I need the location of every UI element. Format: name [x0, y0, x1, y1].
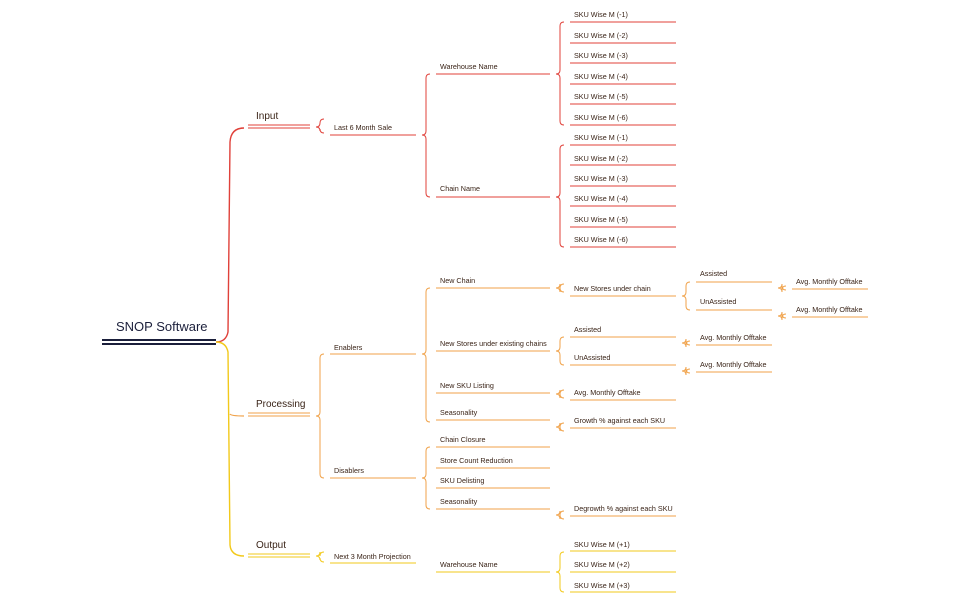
processing-bracket — [315, 353, 325, 479]
warehouse-bracket — [555, 21, 565, 126]
chain-sku-item[interactable]: SKU Wise M (-4) — [574, 194, 628, 203]
bracket — [777, 311, 787, 321]
warehouse-sku-item[interactable]: SKU Wise M (-6) — [574, 113, 628, 122]
bracket — [555, 336, 565, 366]
avg-monthly-offtake[interactable]: Avg. Monthly Offtake — [700, 360, 767, 369]
branch-processing[interactable]: Processing — [256, 399, 306, 410]
chain-sku-item[interactable]: SKU Wise M (-6) — [574, 235, 628, 244]
root-branch-output — [215, 341, 245, 557]
avg-monthly-offtake[interactable]: Avg. Monthly Offtake — [700, 333, 767, 342]
root-title[interactable]: SNOP Software — [116, 319, 208, 334]
avg-monthly-offtake[interactable]: Avg. Monthly Offtake — [574, 388, 641, 397]
new-stores-assisted[interactable]: Assisted — [574, 325, 602, 334]
degrowth-against-sku[interactable]: Degrowth % against each SKU — [574, 504, 673, 513]
branch-input[interactable]: Input — [256, 111, 279, 122]
disablers[interactable]: Disablers — [334, 466, 364, 475]
last-6-month-sale[interactable]: Last 6 Month Sale — [334, 123, 392, 132]
store-count-reduction[interactable]: Store Count Reduction — [440, 456, 513, 465]
warehouse-sku-item[interactable]: SKU Wise M (-5) — [574, 92, 628, 101]
bracket — [681, 338, 691, 348]
bracket — [681, 281, 691, 311]
input-chain-name[interactable]: Chain Name — [440, 184, 480, 193]
bracket — [681, 366, 691, 376]
last-6-month-bracket — [421, 73, 431, 198]
new-chain-unassisted[interactable]: UnAssisted — [700, 297, 737, 306]
root-branch-input — [215, 127, 245, 343]
branch-output[interactable]: Output — [256, 540, 287, 551]
chain-sku-item[interactable]: SKU Wise M (-2) — [574, 154, 628, 163]
root-branch-processing — [229, 413, 245, 417]
warehouse-sku-item[interactable]: SKU Wise M (-1) — [574, 10, 628, 19]
chain-sku-item[interactable]: SKU Wise M (-3) — [574, 174, 628, 183]
enablers[interactable]: Enablers — [334, 343, 363, 352]
next-3-month-projection[interactable]: Next 3 Month Projection — [334, 552, 411, 561]
input-bracket — [315, 118, 325, 134]
output-warehouse-bracket — [555, 551, 565, 593]
growth-against-sku[interactable]: Growth % against each SKU — [574, 416, 666, 425]
output-sku-item[interactable]: SKU Wise M (+1) — [574, 540, 630, 549]
disablers-seasonality[interactable]: Seasonality — [440, 497, 478, 506]
warehouse-sku-item[interactable]: SKU Wise M (-4) — [574, 72, 628, 81]
new-chain[interactable]: New Chain — [440, 276, 476, 285]
new-sku-listing[interactable]: New SKU Listing — [440, 381, 494, 390]
chain-sku-item[interactable]: SKU Wise M (-1) — [574, 133, 628, 142]
bracket — [777, 283, 787, 293]
enablers-bracket — [421, 287, 431, 423]
output-sku-item[interactable]: SKU Wise M (+2) — [574, 560, 630, 569]
chain-sku-item[interactable]: SKU Wise M (-5) — [574, 215, 628, 224]
new-chain-assisted[interactable]: Assisted — [700, 269, 728, 278]
new-stores-unassisted[interactable]: UnAssisted — [574, 353, 611, 362]
avg-monthly-offtake[interactable]: Avg. Monthly Offtake — [796, 277, 863, 286]
chain-bracket — [555, 144, 565, 248]
bracket — [555, 510, 565, 520]
avg-monthly-offtake[interactable]: Avg. Monthly Offtake — [796, 305, 863, 314]
disablers-bracket — [421, 446, 431, 510]
output-warehouse-name[interactable]: Warehouse Name — [440, 560, 498, 569]
new-stores-existing-chains[interactable]: New Stores under existing chains — [440, 339, 547, 348]
output-bracket — [315, 551, 325, 563]
chain-closure[interactable]: Chain Closure — [440, 435, 486, 444]
bracket — [555, 422, 565, 432]
bracket — [555, 283, 565, 293]
bracket — [555, 389, 565, 399]
seasonality[interactable]: Seasonality — [440, 408, 478, 417]
sku-delisting[interactable]: SKU Delisting — [440, 476, 485, 485]
warehouse-sku-item[interactable]: SKU Wise M (-3) — [574, 51, 628, 60]
new-stores-under-chain[interactable]: New Stores under chain — [574, 284, 651, 293]
output-sku-item[interactable]: SKU Wise M (+3) — [574, 581, 630, 590]
warehouse-sku-item[interactable]: SKU Wise M (-2) — [574, 31, 628, 40]
input-warehouse-name[interactable]: Warehouse Name — [440, 62, 498, 71]
